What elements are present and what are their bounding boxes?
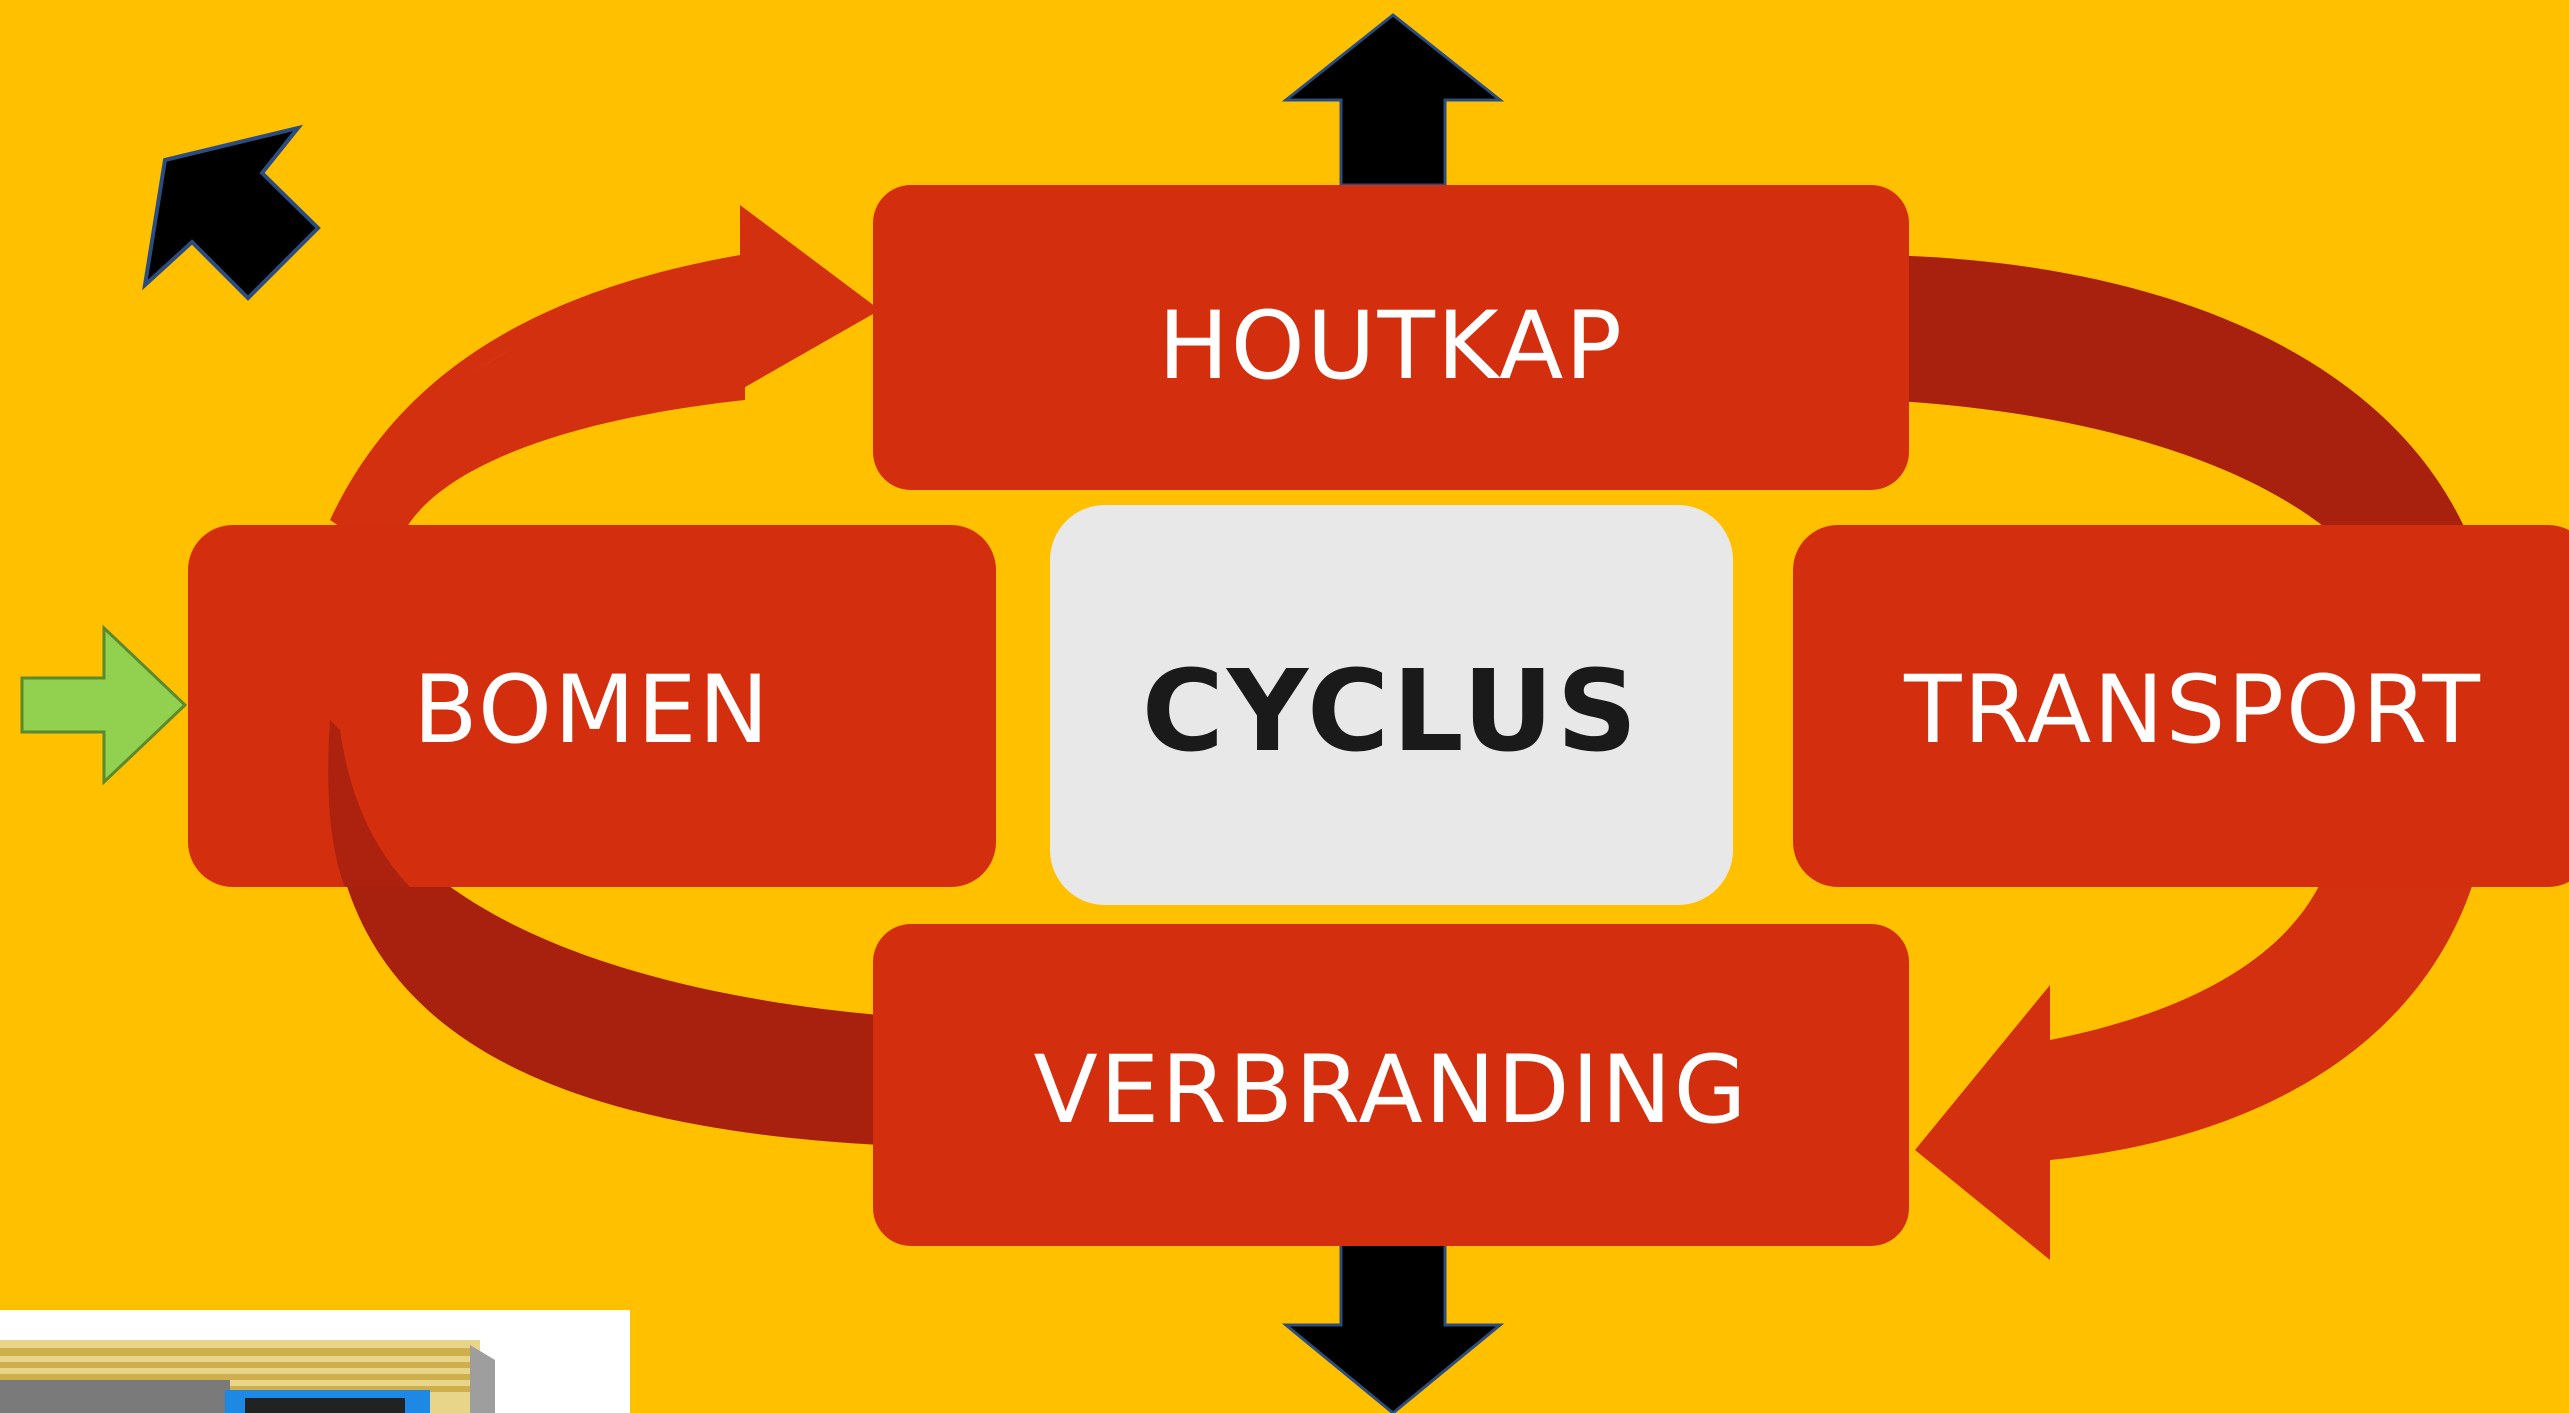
step-label-transport: TRANSPORT [1903,656,2482,765]
cycle-arrow-transport-to-verbranding [1915,860,2480,1260]
step-box-bomen [188,525,996,887]
cycle-arrow-bomen-overlay [328,720,410,887]
cycle-arrow-bomen-to-houtkap-band [330,270,745,540]
step-label-houtkap: HOUTKAP [1158,292,1624,401]
arrow-up-icon [1281,13,1505,187]
cycle-arrow-houtkap-to-transport [1880,255,2470,540]
center-label: CYCLUS [1142,647,1640,777]
step-box-transport [1793,525,2569,887]
arrow-right-icon [20,624,188,786]
thumbnail-image [0,1310,630,1413]
arrow-down-icon [1281,1238,1505,1413]
step-box-verbranding [873,924,1909,1246]
step-label-verbranding: VERBRANDING [1034,1036,1749,1145]
cycle-arrow-verbranding-to-bomen [345,740,880,1145]
step-box-houtkap [873,185,1909,490]
step-label-bomen: BOMEN [413,656,771,765]
center-box [1050,505,1733,905]
arrow-up-left-icon [142,124,321,301]
